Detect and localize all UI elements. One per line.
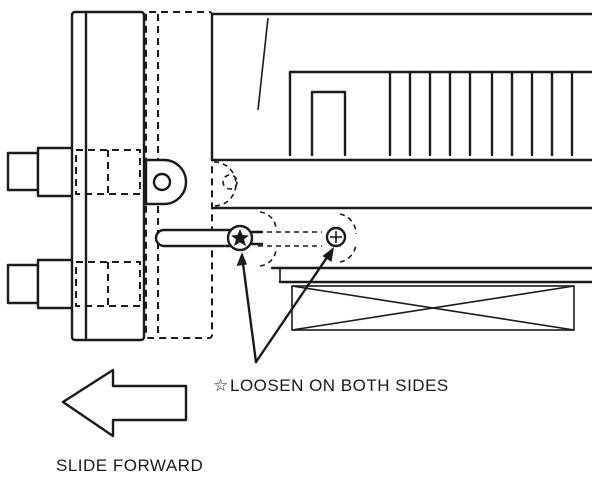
heat-sink-fins — [288, 70, 592, 157]
hidden-lug — [213, 161, 238, 207]
front-screw — [226, 224, 264, 252]
cross-bracket — [291, 285, 575, 331]
leader-arrows — [236, 247, 334, 364]
slide-direction-arrow — [61, 368, 188, 438]
chassis — [210, 12, 592, 284]
screw-slot — [154, 211, 357, 267]
loosen-marker: ☆ — [213, 376, 229, 395]
upper-knob — [6, 146, 78, 198]
loosen-label: LOOSEN ON BOTH SIDES — [230, 376, 449, 395]
knob-shaft-hidden-lines — [75, 149, 141, 307]
mounting-lug — [144, 158, 188, 206]
slide-forward-label: SLIDE FORWARD — [56, 456, 203, 475]
lower-knob — [6, 258, 78, 310]
rear-screw — [325, 226, 347, 248]
